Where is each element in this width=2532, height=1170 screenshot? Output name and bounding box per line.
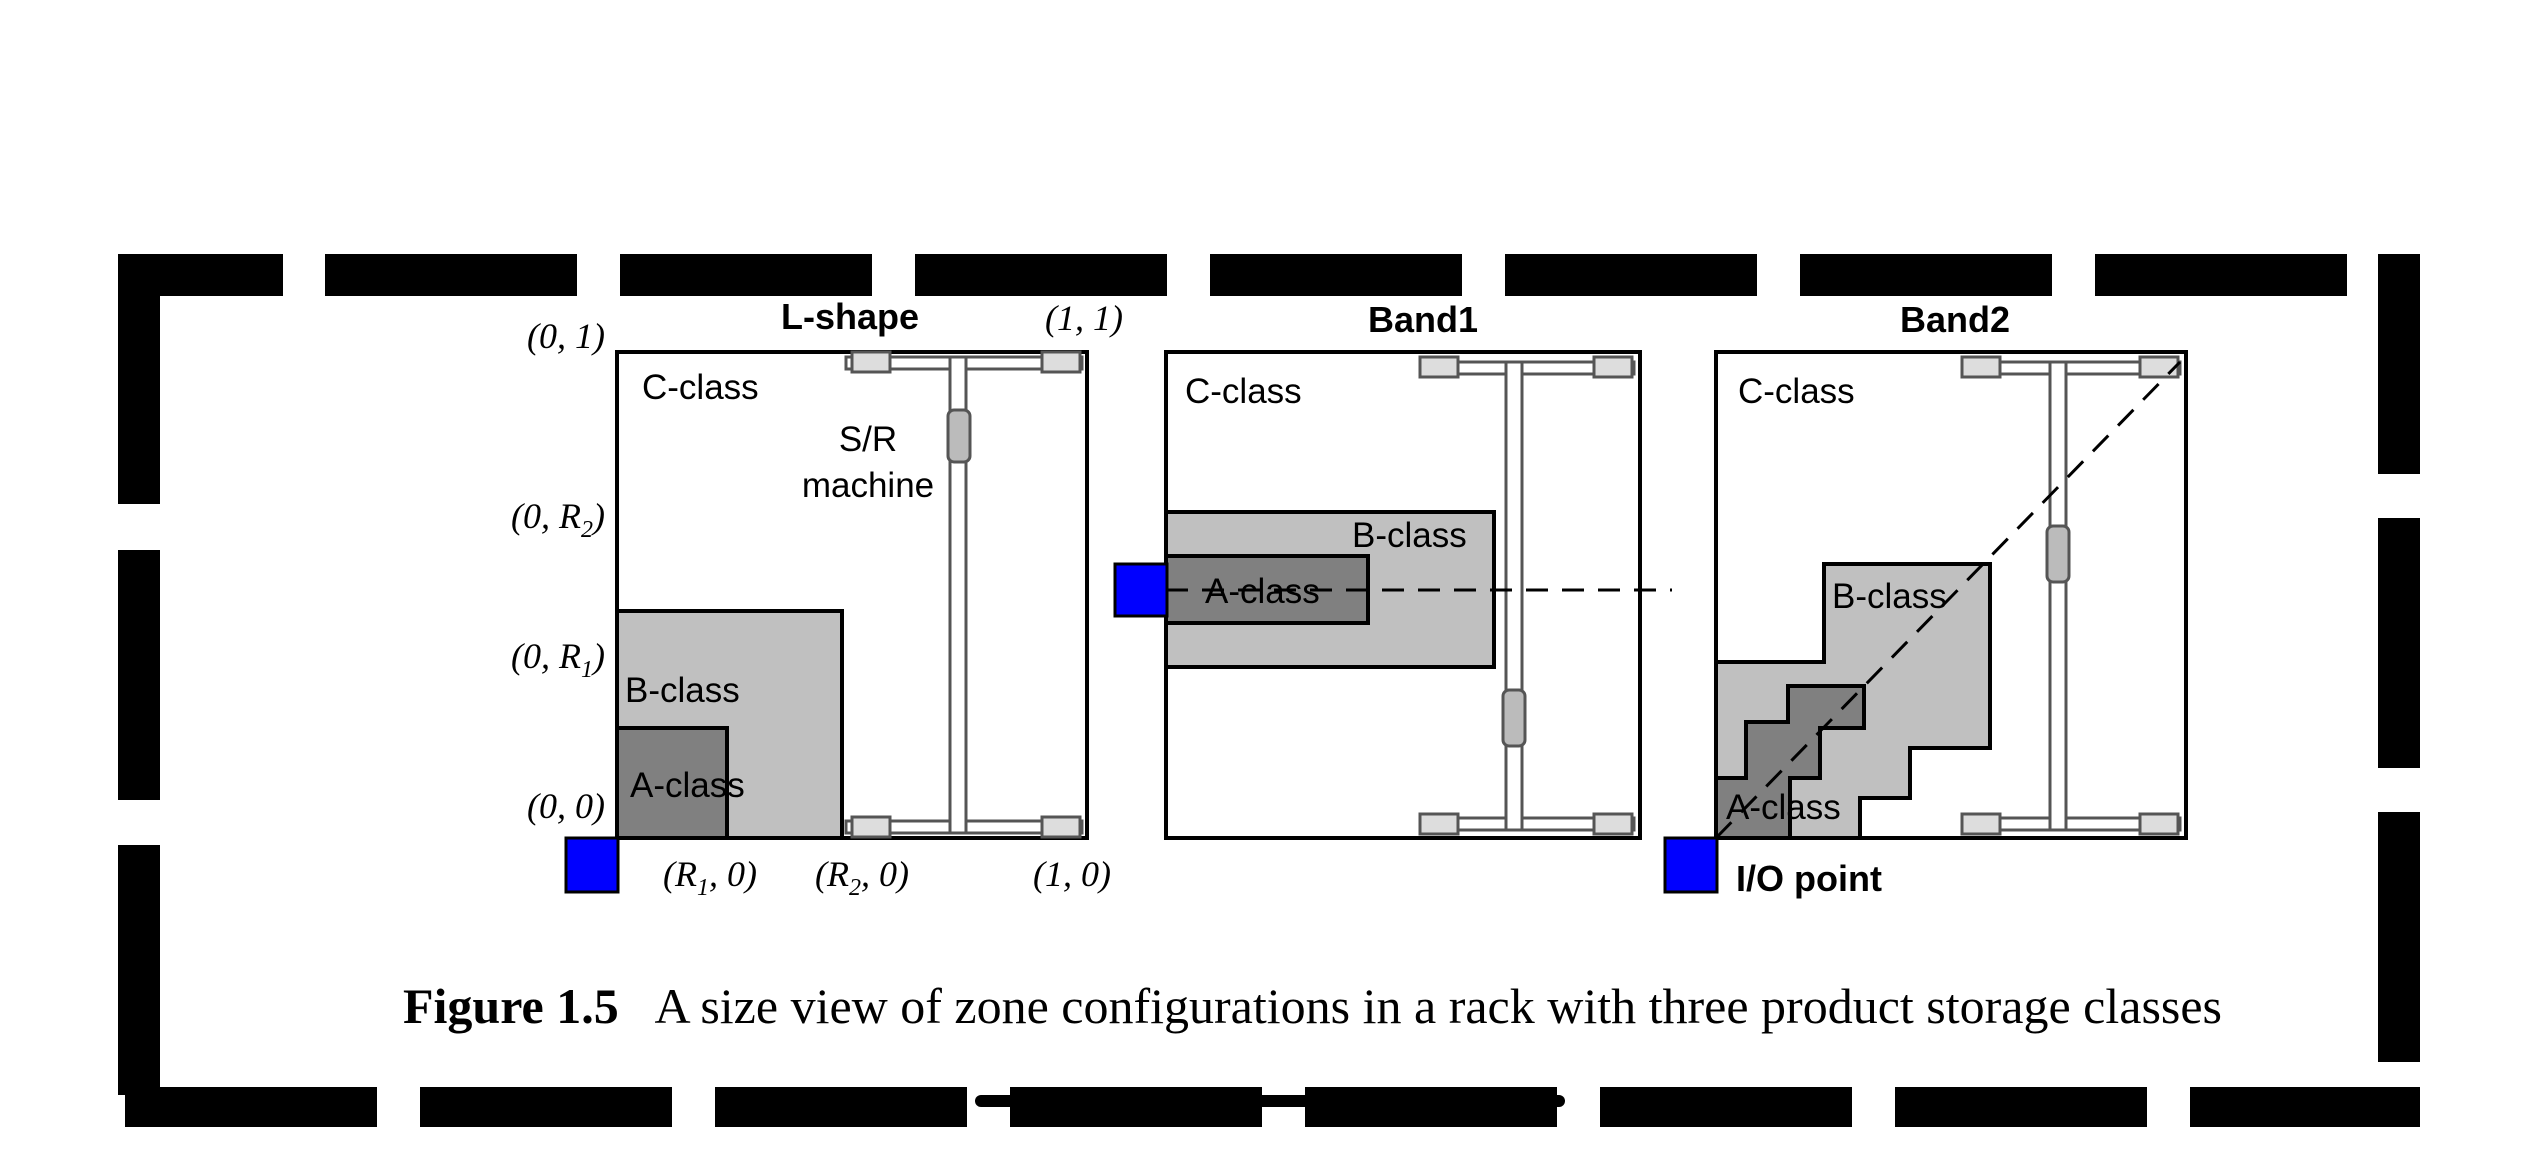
io-point-label: I/O point xyxy=(1736,858,1882,899)
sr-machine xyxy=(1960,355,2182,836)
b-class-label: B-class xyxy=(1832,577,1947,616)
panel-band2: Band2 C-class B-class A-class I/O point xyxy=(1663,299,2188,899)
figure-number: Figure 1.5 xyxy=(403,978,619,1034)
panel-title: L-shape xyxy=(781,296,919,337)
sr-label-line2: machine xyxy=(802,466,934,505)
coord-y-r1: (0, R1) xyxy=(511,636,605,683)
sr-machine xyxy=(844,350,1084,839)
a-class-zone xyxy=(1164,554,1370,625)
a-class-label: A-class xyxy=(1726,788,1841,827)
io-point-marker xyxy=(1663,836,1719,894)
io-point-marker xyxy=(1113,562,1169,618)
a-class-label: A-class xyxy=(1205,572,1320,611)
c-class-label: C-class xyxy=(642,368,759,407)
a-class-zone xyxy=(615,726,729,840)
b-class-label: B-class xyxy=(625,671,740,710)
figure-caption-text: A size view of zone configurations in a … xyxy=(654,978,2222,1034)
dashed-frame xyxy=(118,254,2420,1127)
coord-top-right: (1, 1) xyxy=(1045,298,1123,338)
figure-caption: Figure 1.5 A size view of zone configura… xyxy=(403,978,2222,1034)
coord-top-left: (0, 1) xyxy=(527,316,605,356)
coord-y-r2: (0, R2) xyxy=(511,496,605,543)
coord-x-r1: (R1, 0) xyxy=(663,854,757,901)
panel-band1: Band1 C-class B-class A-class xyxy=(1113,299,1672,840)
c-class-label: C-class xyxy=(1185,372,1302,411)
diagonal-dashed-line xyxy=(1714,360,2182,840)
panel-title: Band1 xyxy=(1368,299,1478,340)
bottom-artifact xyxy=(975,1095,1565,1107)
panel-l-shape: L-shape C-class S/R machine B-class A-cl… xyxy=(511,296,1123,901)
coord-x-r2: (R2, 0) xyxy=(815,854,909,901)
coord-origin: (0, 0) xyxy=(527,786,605,826)
sr-label-line1: S/R xyxy=(839,420,897,459)
sr-machine xyxy=(1418,355,1636,836)
coord-x-one: (1, 0) xyxy=(1033,854,1111,894)
panel-title: Band2 xyxy=(1900,299,2010,340)
b-class-label: B-class xyxy=(1352,516,1467,555)
a-class-label: A-class xyxy=(630,766,745,805)
c-class-label: C-class xyxy=(1738,372,1855,411)
io-point-marker xyxy=(564,836,620,894)
